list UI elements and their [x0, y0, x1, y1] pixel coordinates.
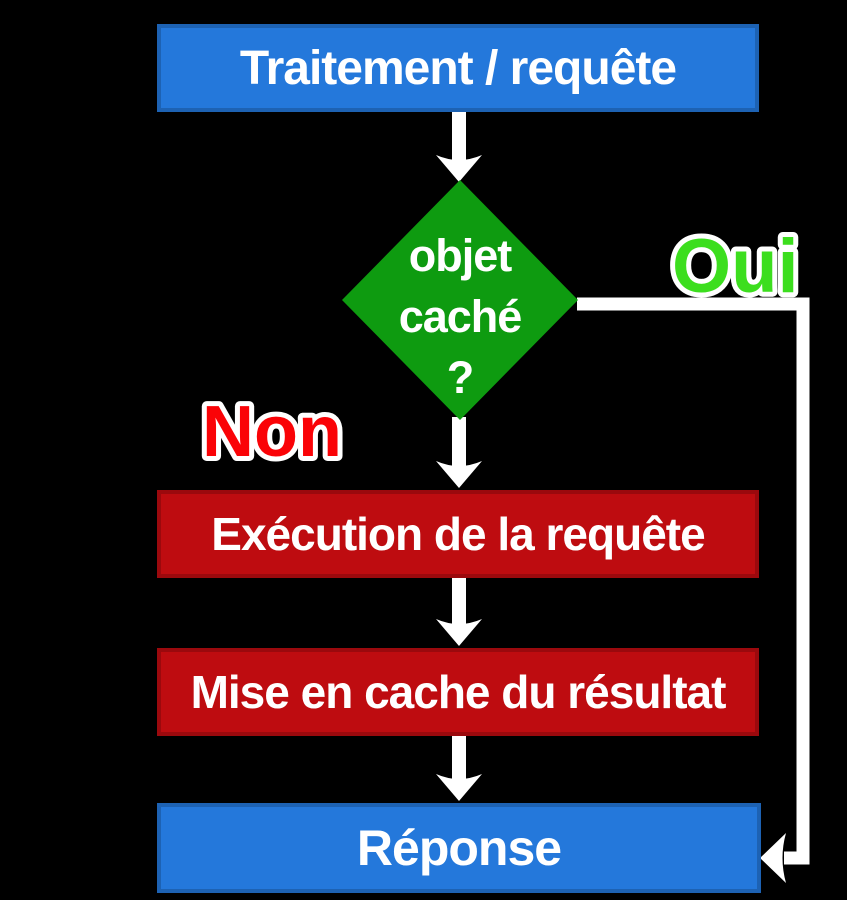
arrow-execute-to-cache: [436, 577, 482, 646]
yes-branch: [577, 297, 810, 883]
arrow-shaft: [452, 735, 466, 784]
node-execute-label: Exécution de la requête: [211, 508, 705, 560]
node-start-label: Traitement / requête: [239, 41, 677, 95]
node-cache-result-label: Mise en cache du résultat: [190, 666, 727, 718]
arrow-start-to-decision: [436, 112, 482, 182]
node-response-label: Réponse: [356, 820, 562, 876]
arrow-head-down-icon: [436, 774, 482, 801]
arrow-cache-to-response: [436, 735, 482, 801]
arrow-head-down-icon: [436, 461, 482, 488]
decision-line-2: caché: [398, 290, 523, 342]
node-start-traitement: Traitement / requête: [157, 24, 759, 112]
arrow-shaft: [452, 417, 466, 471]
no-branch-label: Non: [202, 392, 342, 472]
node-mise-en-cache: Mise en cache du résultat: [157, 648, 759, 736]
arrow-head-down-icon: [436, 155, 482, 182]
arrow-shaft: [452, 577, 466, 629]
arrow-head-left-icon: [760, 833, 786, 883]
arrow-shaft: [452, 112, 466, 164]
arrow-decision-to-execute: [436, 417, 482, 488]
decision-line-3: ?: [446, 351, 474, 403]
yes-branch-line: [577, 297, 810, 865]
node-reponse: Réponse: [157, 803, 761, 893]
arrow-head-down-icon: [436, 619, 482, 646]
node-execution-requete: Exécution de la requête: [157, 490, 759, 578]
yes-branch-label: Oui: [672, 224, 799, 309]
decision-line-1: objet: [408, 229, 512, 281]
